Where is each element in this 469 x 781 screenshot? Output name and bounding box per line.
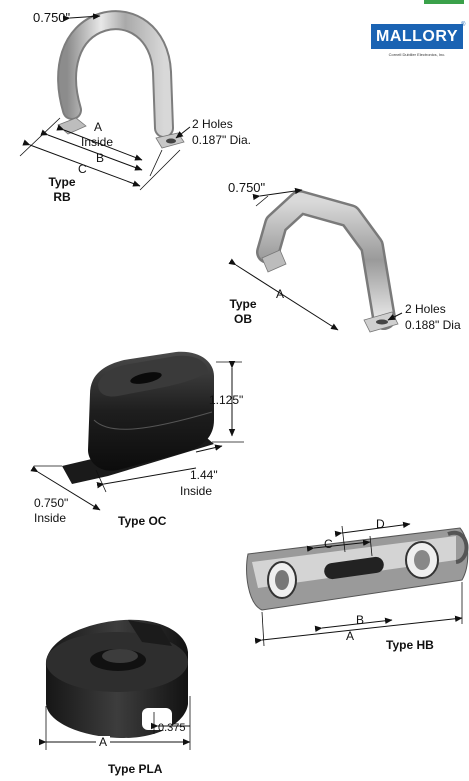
rb-dimension-a-note: Inside bbox=[81, 135, 114, 149]
ob-dimension-a: A bbox=[276, 287, 285, 301]
type-oc-boot-image bbox=[62, 351, 214, 484]
type-ob-dimension-lines bbox=[228, 187, 403, 331]
hb-dimension-d: D bbox=[376, 517, 385, 531]
hb-dimension-a: A bbox=[346, 629, 355, 643]
pla-title: Type PLA bbox=[108, 762, 163, 776]
type-ob-clip-image bbox=[256, 190, 399, 333]
ob-width-dimension: 0.750" bbox=[228, 180, 266, 195]
rb-dimension-b: B bbox=[96, 151, 105, 165]
ob-holes-diameter: 0.188" Dia bbox=[405, 318, 461, 332]
mallory-logo: MALLORY ® Cornell Dubilier Electronics, … bbox=[368, 22, 466, 64]
rb-holes-diameter: 0.187" Dia. bbox=[192, 133, 251, 147]
type-rb-dimension-lines bbox=[19, 13, 191, 191]
oc-length-note: Inside bbox=[180, 484, 213, 498]
type-pla-cap-image bbox=[45, 619, 188, 738]
type-hb-clip-image bbox=[246, 527, 469, 611]
corner-accent-bar bbox=[424, 0, 464, 4]
pla-dimension-a: A bbox=[96, 736, 111, 749]
oc-width-dimension: 0.750" bbox=[34, 496, 69, 510]
rb-width-dimension: 0.750" bbox=[33, 10, 71, 25]
logo-wordmark: MALLORY bbox=[371, 24, 463, 49]
oc-length-dimension: 1.44" bbox=[190, 468, 218, 482]
type-oc-dimension-lines bbox=[30, 361, 244, 511]
hb-dimension-b: B bbox=[356, 613, 365, 627]
pla-slot-dimension: 0.375 bbox=[158, 722, 186, 734]
ob-title-line2: OB bbox=[234, 312, 252, 326]
registered-mark-icon: ® bbox=[461, 22, 466, 28]
hb-title: Type HB bbox=[386, 638, 434, 652]
logo-tagline: Cornell Dubilier Electronics, Inc. bbox=[388, 52, 446, 57]
oc-width-note: Inside bbox=[34, 511, 67, 525]
ob-holes-count: 2 Holes bbox=[405, 302, 446, 316]
type-rb-clip-image bbox=[57, 10, 185, 149]
ob-title-line1: Type bbox=[229, 297, 257, 311]
type-hb-dimension-lines bbox=[254, 521, 463, 647]
rb-dimension-c: C bbox=[78, 162, 87, 176]
rb-dimension-a: A bbox=[94, 120, 103, 134]
type-pla-dimension-lines bbox=[39, 696, 191, 750]
rb-holes-count: 2 Holes bbox=[192, 117, 233, 131]
hb-dimension-c: C bbox=[324, 537, 333, 551]
rb-title-line2: RB bbox=[53, 190, 71, 204]
oc-title: Type OC bbox=[118, 514, 167, 528]
oc-height-dimension: 1.125" bbox=[209, 393, 244, 407]
rb-title-line1: Type bbox=[48, 175, 76, 189]
